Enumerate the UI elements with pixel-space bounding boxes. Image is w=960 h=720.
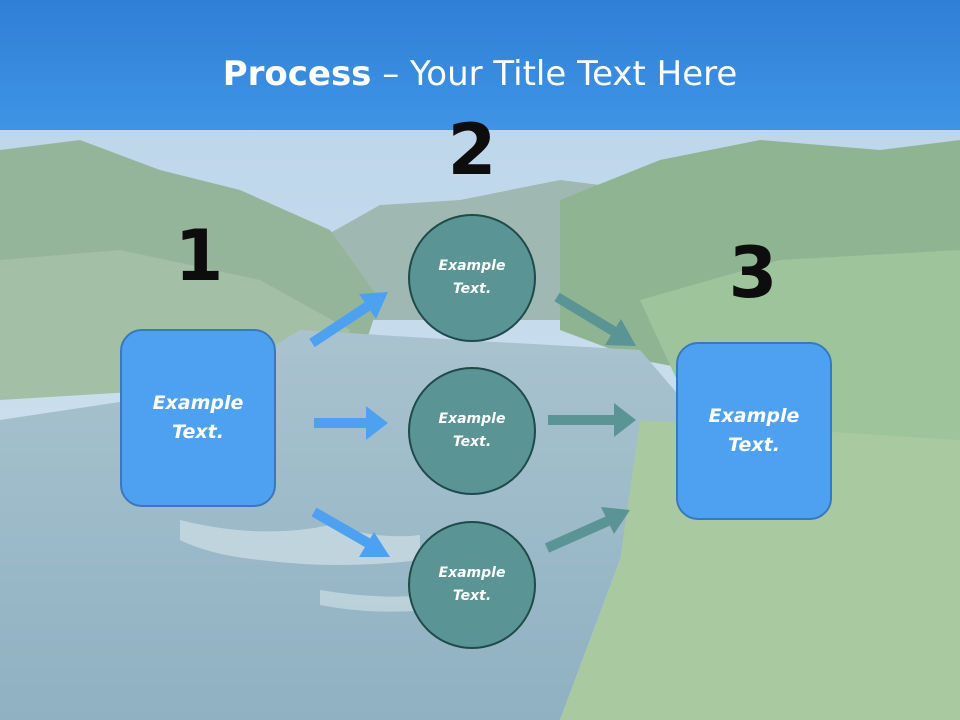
process-circle-top: Example Text.	[408, 214, 536, 342]
step-number-1: 1	[174, 215, 224, 297]
arrow-to-top-circle	[309, 292, 388, 348]
process-box-left: Example Text.	[120, 329, 276, 507]
arrow-from-middle-circle	[548, 403, 636, 437]
process-circle-middle-text: Example Text.	[438, 411, 506, 450]
process-box-left-text: Example Text.	[152, 392, 244, 443]
arrow-from-top-circle	[554, 292, 636, 346]
arrow-from-bottom-circle	[544, 507, 630, 553]
title-banner	[0, 0, 960, 130]
process-circle-bottom: Example Text.	[408, 521, 536, 649]
process-circle-middle: Example Text.	[408, 367, 536, 495]
slide-title-bold: Process	[222, 54, 372, 94]
step-number-3: 3	[728, 232, 778, 314]
arrow-to-bottom-circle	[311, 507, 390, 557]
process-circle-bottom-text: Example Text.	[438, 565, 506, 604]
arrow-to-middle-circle	[314, 406, 388, 440]
slide-title-rest: – Your Title Text Here	[371, 54, 738, 94]
process-box-right-text: Example Text.	[708, 405, 800, 456]
process-box-right: Example Text.	[676, 342, 832, 520]
slide-title: Process – Your Title Text Here	[0, 52, 960, 96]
step-number-2: 2	[447, 109, 497, 191]
process-circle-top-text: Example Text.	[438, 258, 506, 297]
